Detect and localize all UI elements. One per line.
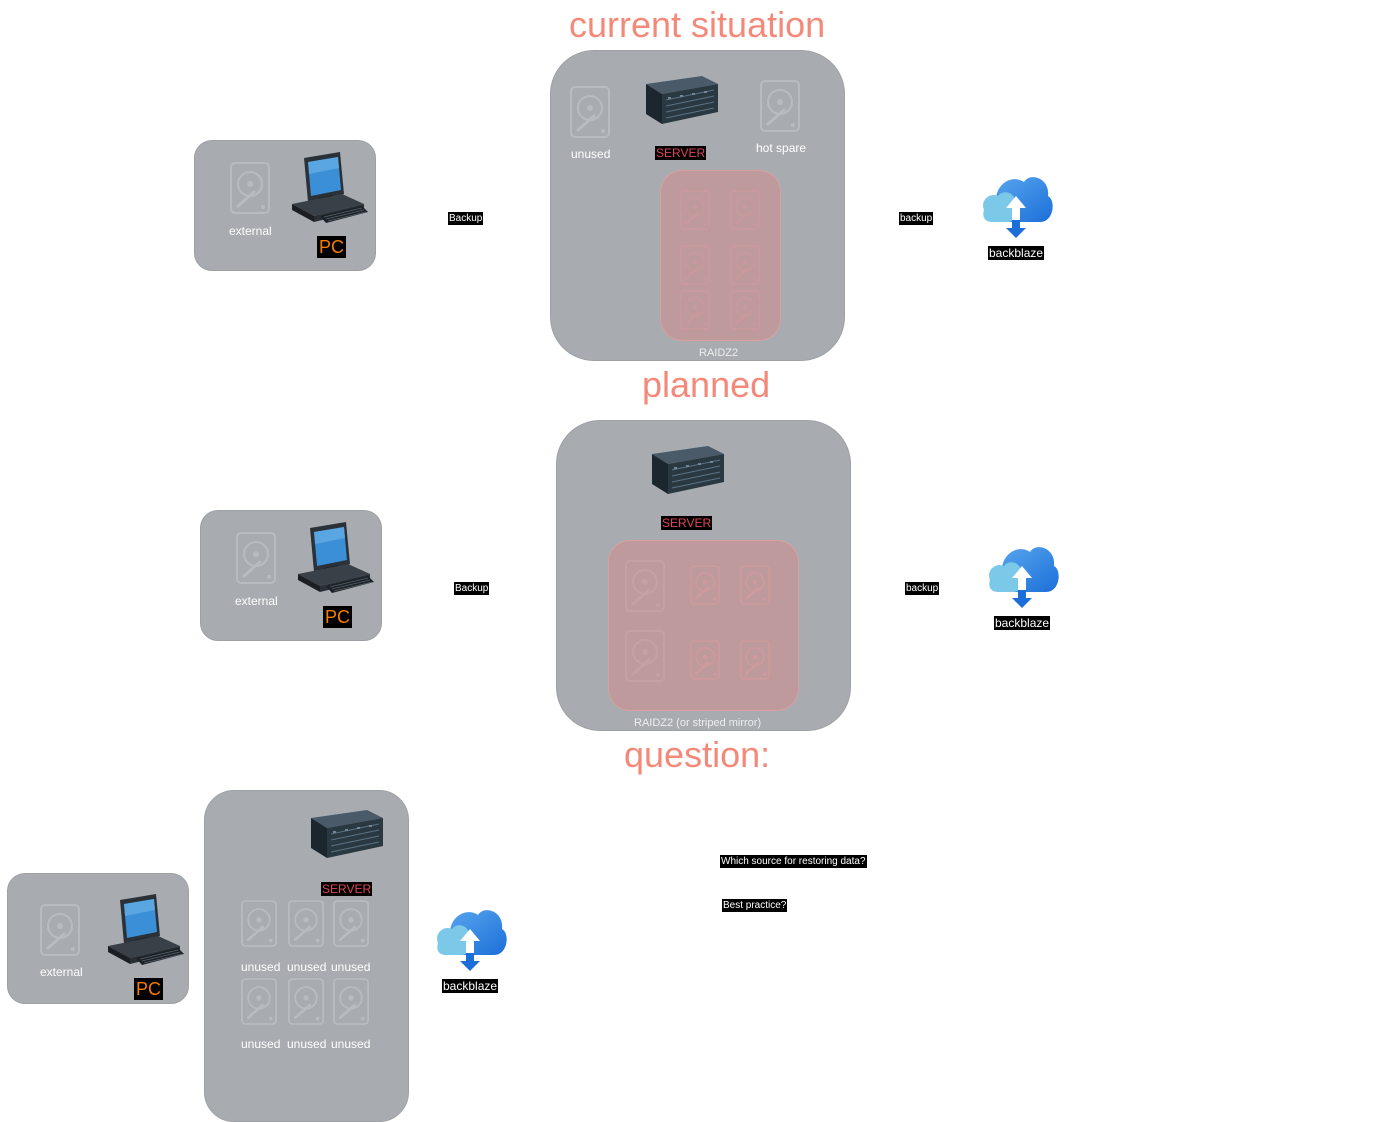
hard-disk-icon <box>241 900 277 947</box>
unused-label: unused <box>331 960 371 974</box>
raidz2-pool <box>608 540 799 711</box>
cloud-backup-icon <box>432 903 508 973</box>
question-text: Best practice? <box>722 899 788 912</box>
cloud-backup-icon <box>978 170 1054 240</box>
pc-label: PC <box>323 606 353 628</box>
hard-disk-icon <box>288 900 324 947</box>
hard-disk-icon <box>230 162 270 214</box>
backup-label: backup <box>905 582 940 595</box>
hard-disk-icon <box>690 640 720 680</box>
server-label: SERVER <box>655 146 707 160</box>
hard-disk-icon <box>730 290 760 330</box>
unused-label: unused <box>287 960 327 974</box>
pool-label: RAIDZ2 <box>699 347 739 359</box>
raidz2-pool <box>660 170 781 341</box>
section-title-question: question: <box>624 734 771 775</box>
pc-label: PC <box>134 978 164 1000</box>
cloud-backup-icon <box>984 540 1060 610</box>
hard-disk-icon <box>740 565 770 605</box>
hard-disk-icon <box>690 565 720 605</box>
pool-label: RAIDZ2 (or striped mirror) <box>634 717 762 729</box>
hard-disk-icon <box>625 560 665 612</box>
pc-label: PC <box>317 236 347 258</box>
question-text: Which source for restoring data? <box>720 855 867 868</box>
unused-label: unused <box>287 1037 327 1051</box>
external-label: external <box>229 224 272 238</box>
server-rack-icon <box>646 444 726 496</box>
cloud-label: backblaze <box>442 979 499 993</box>
hard-disk-icon <box>333 900 369 947</box>
desktop-computer-icon <box>106 892 186 972</box>
hard-disk-icon <box>570 86 610 138</box>
hard-disk-icon <box>730 190 760 230</box>
unused-label: unused <box>331 1037 371 1051</box>
section-title-planned: planned <box>642 364 771 405</box>
server-label: SERVER <box>661 516 713 530</box>
hard-disk-icon <box>40 904 80 956</box>
hard-disk-icon <box>730 245 760 285</box>
backup-label: Backup <box>448 212 484 225</box>
hard-disk-icon <box>241 978 277 1025</box>
hard-disk-icon <box>680 190 710 230</box>
hard-disk-icon <box>740 640 770 680</box>
backup-label: Backup <box>454 582 490 595</box>
server-rack-icon <box>640 74 720 126</box>
unused-label: unused <box>241 1037 281 1051</box>
external-label: external <box>40 965 83 979</box>
server-rack-icon <box>305 808 385 860</box>
desktop-computer-icon <box>290 150 370 230</box>
hard-disk-icon <box>236 532 276 584</box>
hot-spare-label: hot spare <box>756 141 807 155</box>
server-label: SERVER <box>321 882 373 896</box>
cloud-label: backblaze <box>988 246 1045 260</box>
unused-label: unused <box>241 960 281 974</box>
desktop-computer-icon <box>296 520 376 600</box>
hard-disk-icon <box>680 245 710 285</box>
cloud-label: backblaze <box>994 616 1051 630</box>
hard-disk-icon <box>625 630 665 682</box>
external-label: external <box>235 594 278 608</box>
hard-disk-icon <box>288 978 324 1025</box>
hard-disk-icon <box>333 978 369 1025</box>
hard-disk-icon <box>680 290 710 330</box>
section-title-current: current situation <box>569 4 826 45</box>
unused-label: unused <box>571 147 611 161</box>
backup-label: backup <box>899 212 934 225</box>
hard-disk-icon <box>760 80 800 132</box>
